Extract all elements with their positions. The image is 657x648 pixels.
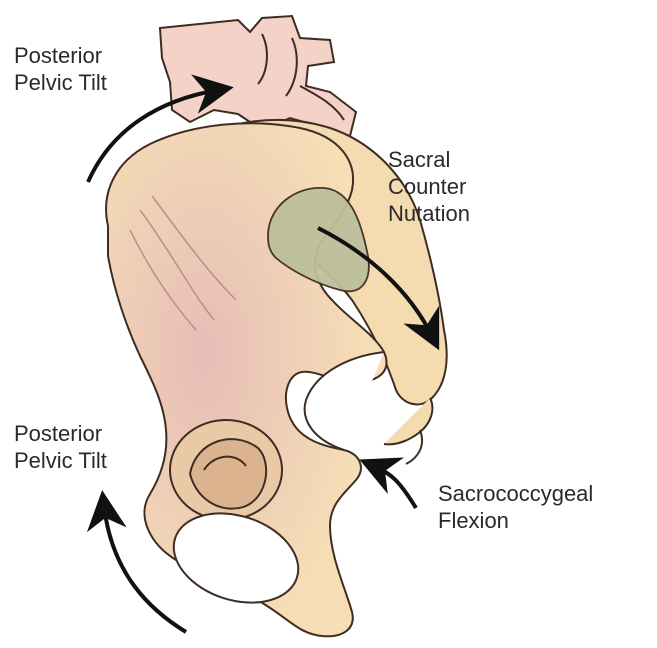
posterior-tilt-bottom-line-2: Pelvic Tilt (14, 447, 107, 474)
posterior-tilt-bottom-label: Posterior Pelvic Tilt (14, 420, 107, 474)
acetabulum (170, 420, 282, 520)
posterior-tilt-top-line-1: Posterior (14, 42, 107, 69)
sacral-counter-nutation-line-2: Counter (388, 173, 470, 200)
posterior-tilt-bottom-line-1: Posterior (14, 420, 107, 447)
sacrococcygeal-flexion-line-1: Sacrococcygeal (438, 480, 593, 507)
sacrococcygeal-flexion-line-2: Flexion (438, 507, 593, 534)
posterior-tilt-top-line-2: Pelvic Tilt (14, 69, 107, 96)
sacral-counter-nutation-line-3: Nutation (388, 200, 470, 227)
sacrococcygeal-flexion-label: Sacrococcygeal Flexion (438, 480, 593, 534)
sacrococcygeal-flexion-arrow (374, 466, 416, 508)
sacral-counter-nutation-label: Sacral Counter Nutation (388, 146, 470, 227)
lumbar-vertebra (160, 16, 356, 136)
sacral-counter-nutation-line-1: Sacral (388, 146, 470, 173)
posterior-tilt-top-label: Posterior Pelvic Tilt (14, 42, 107, 96)
